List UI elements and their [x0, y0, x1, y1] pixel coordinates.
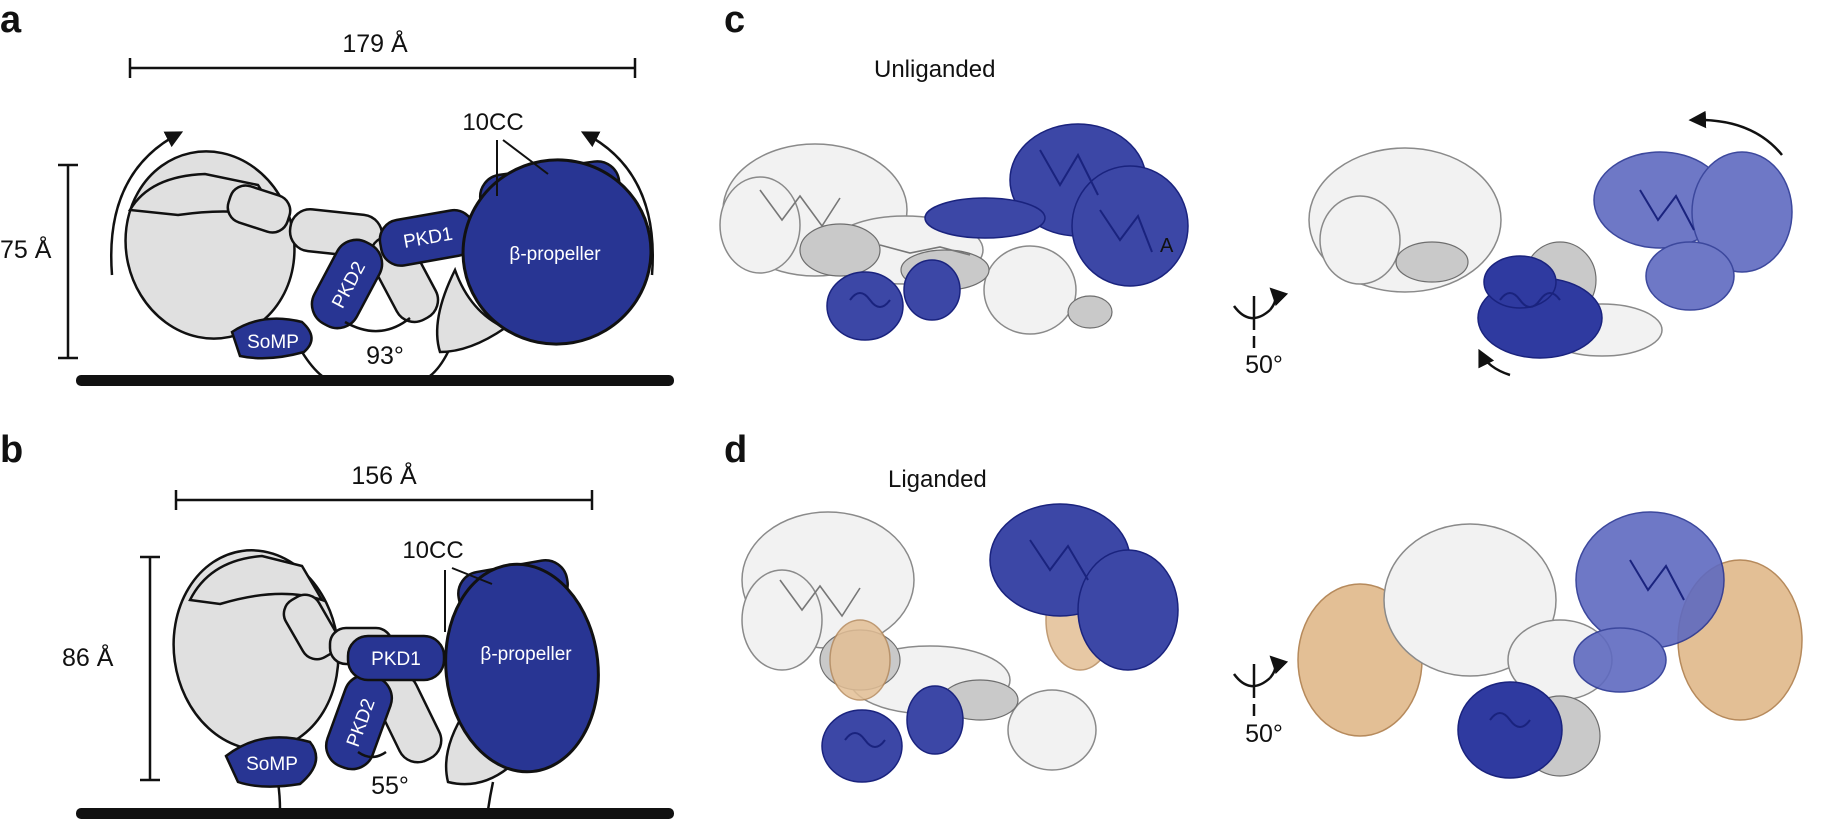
angle-label-a: 93° [366, 342, 404, 370]
rotation-label-c: 50° [1245, 351, 1283, 379]
angle-label-b: 55° [371, 772, 409, 800]
panel-d-title: Liganded [888, 466, 987, 493]
leg-left-a [300, 351, 323, 377]
leg-right-b [486, 781, 495, 811]
membrane-a [76, 375, 674, 386]
height-label-a: 75 Å [0, 234, 52, 264]
blue-protomer-b: SoMP PKD2 PKD1 β-propeller [224, 559, 600, 788]
inset-label-a: A [1160, 235, 1174, 257]
panel-c: c Unliganded [719, 0, 1793, 379]
rotation-arrow-icon [1232, 287, 1289, 348]
ten-cc-leader-2-a [502, 139, 549, 175]
rotation-label-d: 50° [1245, 720, 1283, 748]
rotation-arrow-icon [1232, 655, 1289, 716]
somp-label-b: SoMP [246, 754, 298, 775]
angle-arc-a [344, 317, 411, 333]
leg-right-a [429, 351, 450, 377]
height-measure-a: 75 Å [0, 163, 78, 360]
width-label-a: 179 Å [342, 28, 408, 58]
panel-a: a 179 Å 75 Å [0, 0, 674, 386]
membrane-b [76, 808, 674, 819]
structure-unliganded-front: A [719, 123, 1189, 341]
width-label-b: 156 Å [351, 460, 417, 490]
propeller-label-b: β-propeller [480, 644, 572, 665]
structure-unliganded-rotated [1308, 147, 1793, 359]
curved-arrow-icon [580, 131, 654, 276]
pkd1-label-b: PKD1 [371, 649, 421, 670]
panel-d-letter: d [724, 429, 747, 471]
somp-domain-a [230, 317, 313, 360]
propeller-domain-a [461, 158, 653, 346]
structure-liganded-front [741, 503, 1179, 783]
angle-arc-b [357, 750, 387, 759]
structure-liganded-rotated [1297, 511, 1803, 779]
somp-label-a: SoMP [247, 332, 299, 353]
curved-arrow-icon [110, 131, 184, 276]
somp-domain-b [224, 736, 318, 788]
width-measure-a: 179 Å [128, 28, 637, 78]
height-label-b: 86 Å [62, 642, 114, 672]
blue-protomer-a: SoMP PKD2 PKD1 β-propeller [230, 158, 653, 360]
panel-b-letter: b [0, 429, 23, 471]
ten-cc-label-a: 10CC [462, 109, 523, 136]
panel-d: d Liganded [724, 429, 1803, 783]
panel-c-title: Unliganded [874, 56, 995, 83]
panel-a-letter: a [0, 0, 22, 41]
panel-b: b 156 Å 86 Å SoMP PKD [0, 429, 674, 819]
width-measure-b: 156 Å [174, 460, 594, 510]
propeller-label-a: β-propeller [509, 244, 601, 265]
curved-arrow-icon [1688, 110, 1783, 156]
height-measure-b: 86 Å [62, 555, 160, 782]
pkd1-domain-b [346, 634, 446, 682]
pkd2-domain-a [310, 238, 384, 330]
panel-c-letter: c [724, 0, 745, 41]
ten-cc-label-b: 10CC [402, 537, 463, 564]
ten-cc-leader-2-b [451, 567, 493, 585]
curved-arrow-icon [1478, 348, 1511, 377]
propeller-domain-b [444, 562, 600, 774]
